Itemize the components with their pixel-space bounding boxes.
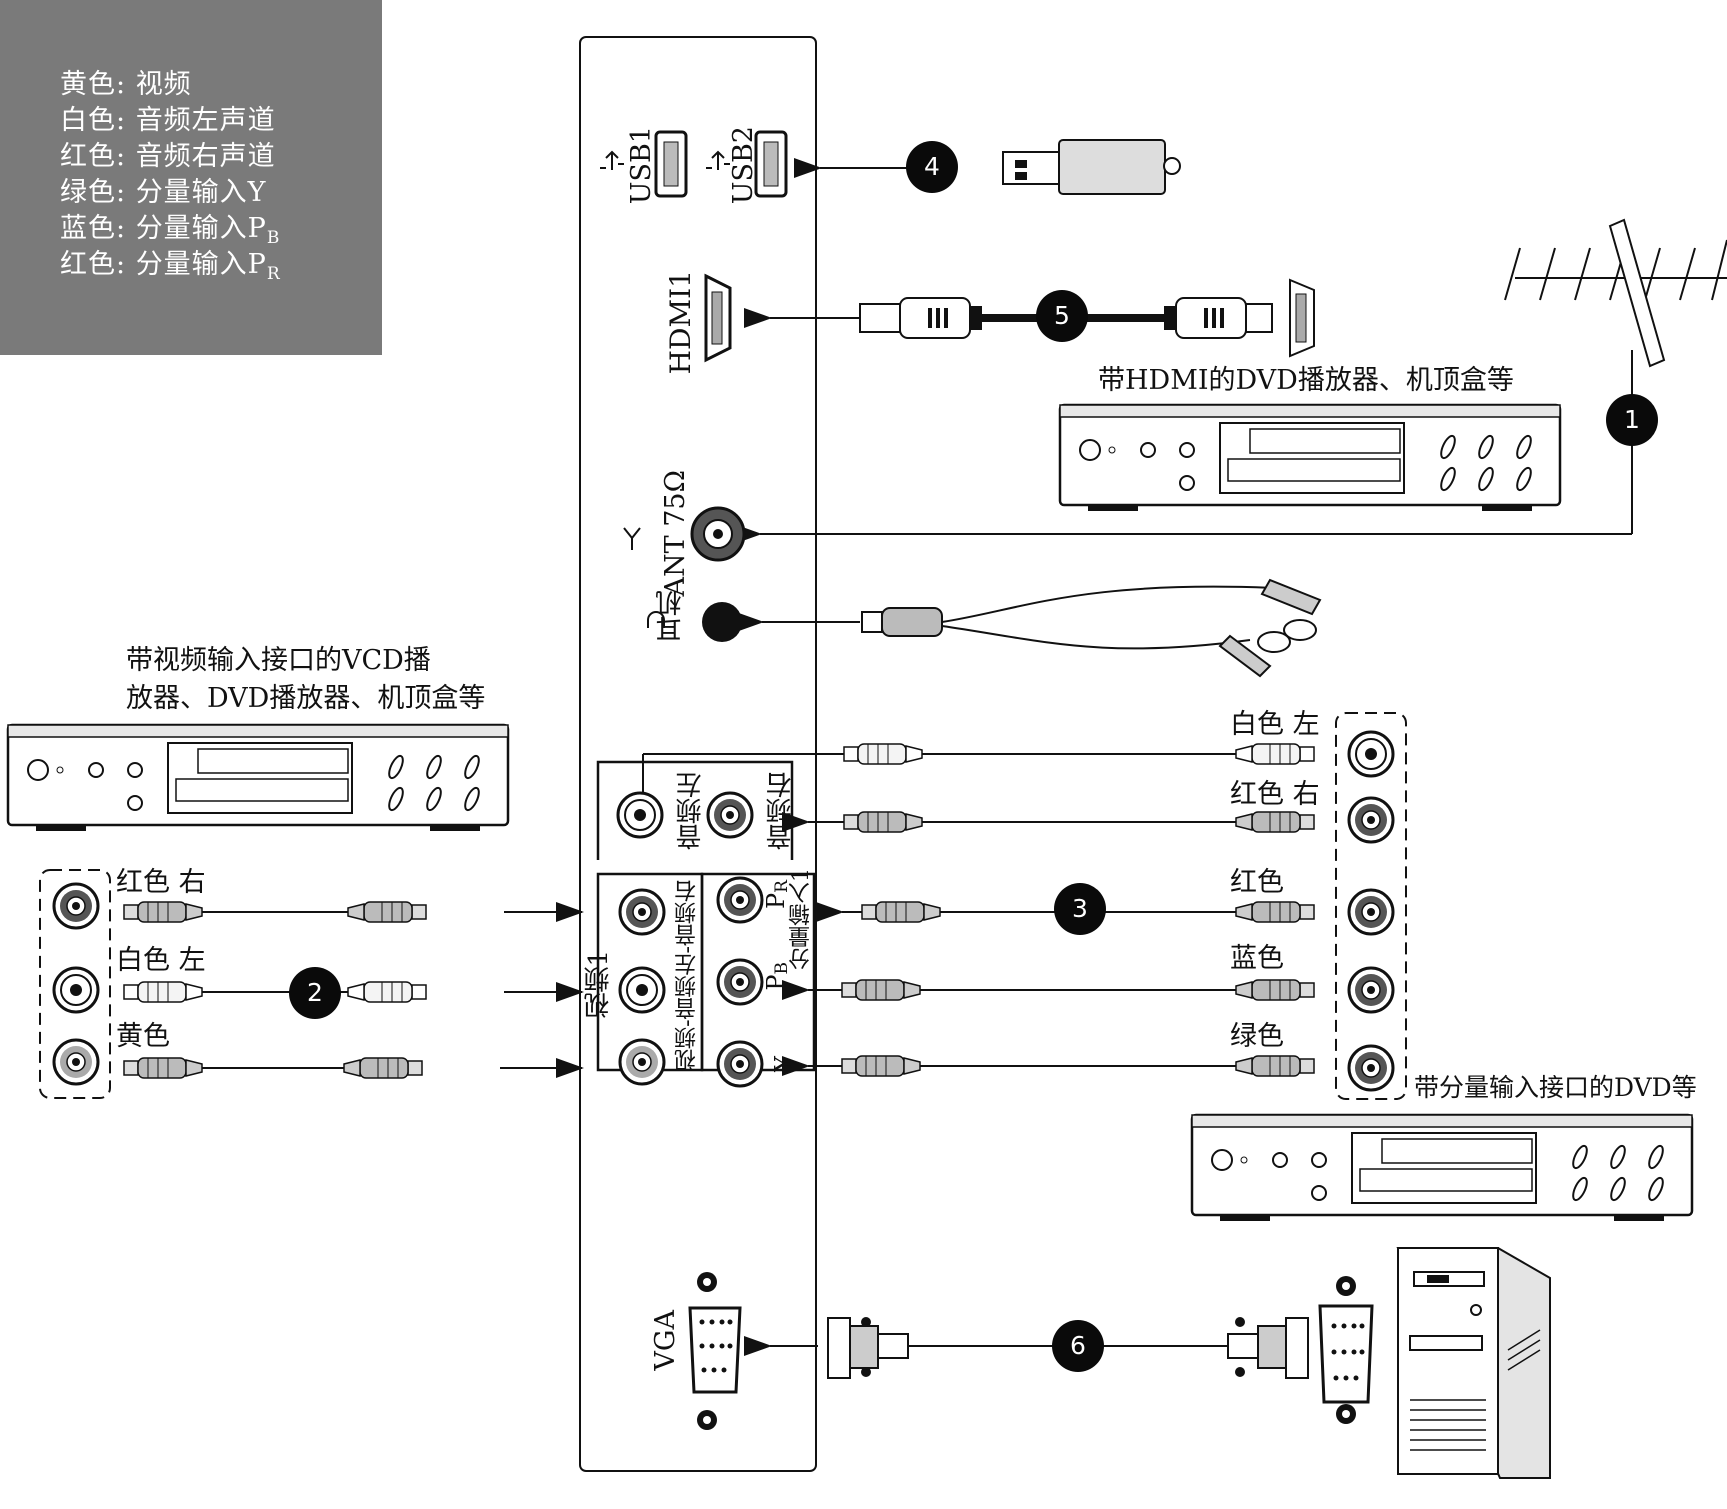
right-red-right-label: 红色 右 [1230,779,1320,810]
tv-component-y-jack [716,1040,764,1088]
tv-audio-right-jack [706,791,754,839]
hdmi-label: HDMI1 [664,270,697,375]
right-audio-left-cable [642,743,1315,793]
hdmi-dvd-caption: 带HDMI的DVD播放器、机顶盒等 [1098,365,1514,396]
component-dvd-player [1190,1113,1694,1223]
tv-component-pb-jack [716,958,764,1006]
computer-vga-port [1318,1276,1374,1424]
left-red-right-jack [52,882,100,930]
usb2-label: USB2 [728,126,759,205]
left-white-left-jack [52,966,100,1014]
hdmi-dvd-player [1058,403,1562,513]
audio-lr-group [596,760,794,860]
tv-audio-left-jack [616,791,664,839]
left-video-cable [123,1057,584,1079]
badge-2: 2 [289,967,341,1019]
badge-6: 6 [1052,1320,1104,1372]
tv-video1-audio-left-jack [618,966,666,1014]
right-green-label: 绿色 [1230,1021,1284,1052]
usb-flash-drive [1002,139,1181,195]
video1-sub-label: 视频-音频左-音频右 [675,880,700,1071]
left-yellow-label: 黄色 [116,1021,170,1052]
audio-left-label: 音频左 [676,772,706,850]
left-white-left-label: 白色 左 [116,945,206,976]
legend-item-white: 白色: 音频左声道 [60,105,276,136]
right-audio-right-cable [782,811,1315,833]
usb1-port [600,130,688,198]
hdmi-port [704,273,732,363]
vcd-dvd-player [6,723,510,833]
component-dvd-caption: 带分量输入接口的DVD等 [1414,1073,1697,1102]
left-audio-right-cable [123,901,584,923]
pr-label: PR [762,880,792,909]
vga-port [688,1272,742,1430]
color-legend: 黄色: 视频 白色: 音频左声道 红色: 音频右声道 绿色: 分量输入Y 蓝色:… [0,0,382,355]
legend-item-green: 绿色: 分量输入Y [60,177,267,208]
audio-right-label: 音频右 [766,772,796,850]
legend-item-red-audio: 红色: 音频右声道 [60,141,276,172]
right-red-right-jack [1347,796,1395,844]
right-red-pr-jack [1347,888,1395,936]
left-audio-left-cable [123,981,584,1003]
usb1-label: USB1 [626,126,657,205]
right-white-left-jack [1347,730,1395,778]
left-jack-group [39,869,111,1099]
right-jack-group [1335,712,1407,1100]
badge-3: 3 [1054,883,1106,935]
right-white-left-label: 白色 左 [1230,709,1320,740]
right-blue-pb-jack [1347,966,1395,1014]
tv-video1-audio-right-jack [618,888,666,936]
y-label: Y [770,1056,798,1072]
earphone-jack [647,602,742,642]
ant-label: ANT 75Ω [660,470,691,597]
badge-4: 4 [906,141,958,193]
tv-component-pr-jack [716,876,764,924]
badge-1: 1 [1606,394,1658,446]
legend-item-red-pr: 红色: 分量输入PR [60,249,281,284]
left-red-right-label: 红色 右 [116,867,206,898]
vga-label: VGA [650,1310,681,1371]
pb-label: PB [762,962,792,991]
earphone-label: 耳机 [656,590,686,642]
right-green-y-jack [1347,1044,1395,1092]
right-y-cable [782,1055,1315,1077]
legend-item-blue: 蓝色: 分量输入PB [60,213,281,248]
left-yellow-jack [52,1038,100,1086]
right-blue-label: 蓝色 [1230,943,1284,974]
right-red-label: 红色 [1230,867,1284,898]
badge-5: 5 [1036,290,1088,342]
earphone-cable [861,578,1322,678]
antenna [1504,218,1727,534]
vcd-caption-line1: 带视频输入接口的VCD播 [126,645,431,676]
legend-item-yellow: 黄色: 视频 [60,69,192,100]
tv-video1-video-jack [618,1038,666,1086]
usb2-port [706,130,788,198]
video1-label: 视频1 [584,950,614,1019]
vga-cable [827,1317,1309,1379]
ant-jack [623,506,746,562]
right-pb-cable [782,979,1315,1001]
computer-tower [1396,1247,1551,1479]
vcd-caption-line2: 放器、DVD播放器、机顶盒等 [126,683,486,714]
